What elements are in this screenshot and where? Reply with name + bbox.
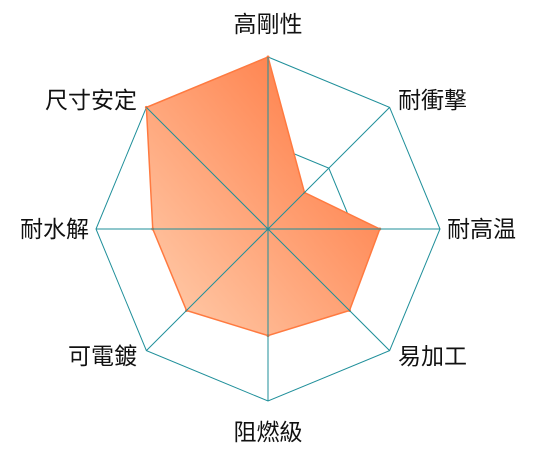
axis-spoke-8 — [146, 107, 269, 230]
axis-label-3: 耐高温 — [447, 217, 516, 243]
axis-label-6: 可電鍍 — [68, 344, 137, 370]
axis-label-7: 耐水解 — [20, 217, 89, 243]
axis-label-5: 阻燃級 — [234, 420, 303, 446]
axis-label-2: 耐衝撃 — [398, 88, 467, 114]
axis-label-8: 尺寸安定 — [45, 88, 137, 114]
axis-spoke-6 — [146, 228, 269, 351]
radar-spokes — [96, 57, 440, 401]
axis-label-1: 高剛性 — [234, 12, 303, 38]
axis-label-4: 易加工 — [398, 344, 467, 370]
axis-spoke-4 — [267, 228, 390, 351]
radar-area-layer — [144, 55, 382, 338]
data-area — [145, 55, 381, 337]
axis-spoke-2 — [267, 107, 390, 230]
